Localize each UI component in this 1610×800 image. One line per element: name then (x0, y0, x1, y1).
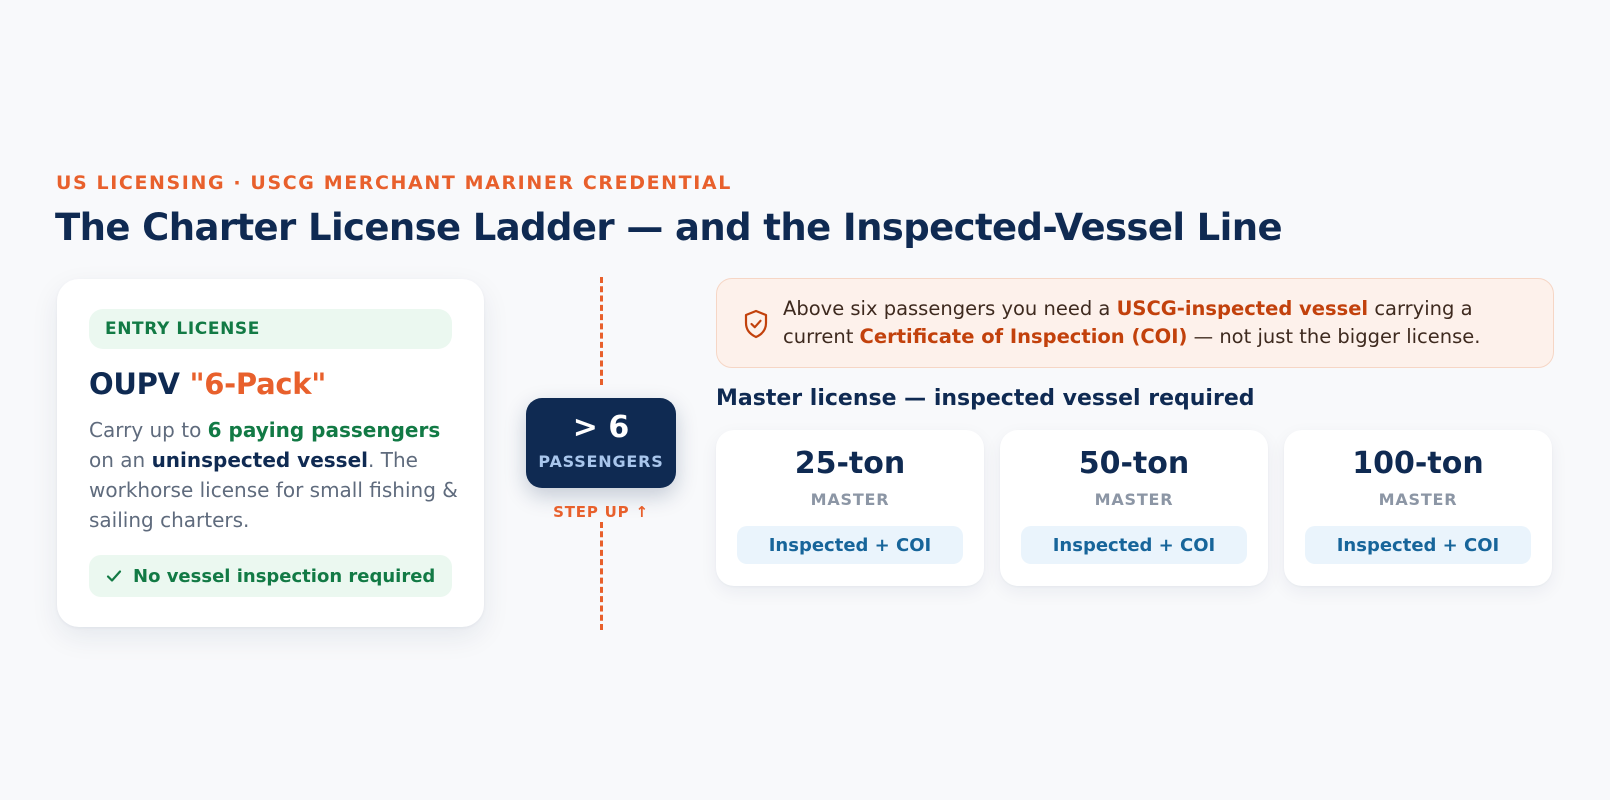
license-name-accent: "6-Pack" (189, 367, 327, 401)
inspected-coi-pill: Inspected + COI (1305, 526, 1531, 564)
master-role: MASTER (1094, 490, 1174, 509)
inspected-coi-pill: Inspected + COI (737, 526, 963, 564)
desc-text-1: Carry up to (89, 418, 208, 442)
no-inspection-label: No vessel inspection required (133, 565, 436, 587)
check-icon (106, 570, 122, 582)
inspected-coi-pill: Inspected + COI (1021, 526, 1247, 564)
license-description: Carry up to 6 paying passengers on an un… (89, 415, 459, 535)
no-inspection-note: No vessel inspection required (89, 555, 452, 597)
alert-text-1: Above six passengers you need a (783, 297, 1117, 320)
master-tonnage: 25-ton (794, 446, 906, 481)
master-role: MASTER (810, 490, 890, 509)
alert-highlight-vessel: USCG-inspected vessel (1116, 297, 1369, 320)
master-tonnage: 50-ton (1078, 446, 1190, 481)
entry-license-badge: ENTRY LICENSE (89, 309, 452, 349)
threshold-label: PASSENGERS (538, 452, 664, 471)
alert-text: Above six passengers you need a USCG-ins… (783, 295, 1543, 351)
passenger-threshold-box: > 6 PASSENGERS (526, 398, 676, 488)
master-card-50-ton: 50-ton MASTER Inspected + COI (1000, 430, 1268, 586)
page-title: The Charter License Ladder — and the Ins… (55, 206, 1283, 249)
desc-text-2: on an (89, 448, 152, 472)
desc-vessel: uninspected vessel (151, 448, 369, 472)
shield-check-icon (744, 309, 768, 339)
divider-line-top (600, 277, 603, 385)
master-card-100-ton: 100-ton MASTER Inspected + COI (1284, 430, 1552, 586)
alert-text-3: — not just the bigger license. (1187, 325, 1481, 348)
threshold-value: > 6 (572, 410, 630, 445)
master-heading: Master license — inspected vessel requir… (716, 386, 1255, 411)
license-name: OUPV "6-Pack" (89, 367, 326, 401)
master-card-25-ton: 25-ton MASTER Inspected + COI (716, 430, 984, 586)
master-tonnage: 100-ton (1352, 446, 1484, 481)
divider-line-bottom (600, 522, 603, 630)
eyebrow-label: US LICENSING · USCG MERCHANT MARINER CRE… (56, 172, 732, 194)
desc-passengers: 6 paying passengers (207, 418, 441, 442)
inspection-alert: Above six passengers you need a USCG-ins… (716, 278, 1554, 368)
alert-text-2: carrying a current (783, 297, 1473, 348)
step-up-label: STEP UP ↑ (553, 503, 649, 521)
desc-text-3: . The workhorse license for small fishin… (89, 448, 458, 532)
entry-license-card: ENTRY LICENSE OUPV "6-Pack" Carry up to … (57, 279, 484, 627)
alert-highlight-coi: Certificate of Inspection (COI) (859, 325, 1188, 348)
license-name-prefix: OUPV (89, 367, 190, 401)
master-role: MASTER (1378, 490, 1458, 509)
